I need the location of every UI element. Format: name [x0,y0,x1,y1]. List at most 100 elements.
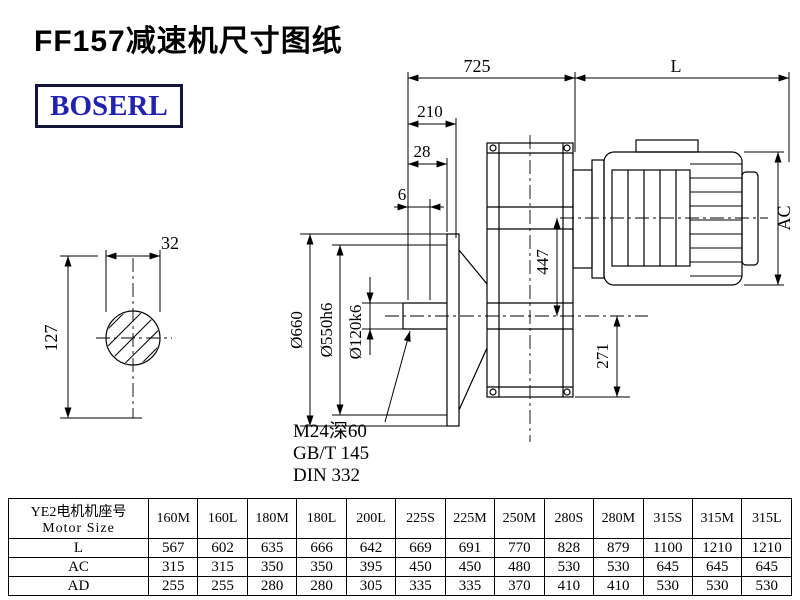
table-row-AC: AC 315 315 350 350 395 450 450 480 530 5… [8,557,792,577]
cell: 280 [296,576,347,596]
table-header-row: YE2电机机座号 Motor Size 160M 160L 180M 180L … [8,498,792,539]
shaft-end-view [96,258,172,418]
table-header-en: Motor Size [42,520,115,536]
cell: 450 [444,557,496,577]
col-header: 180M [246,498,298,539]
dim-28-label: 28 [414,142,431,161]
bolt-icon [563,144,571,152]
cell: 530 [691,576,743,596]
motor-stator [611,169,691,267]
cell: 530 [543,557,595,577]
dim-271: 271 [575,316,630,398]
col-header: 280M [593,498,644,539]
cell: 669 [395,538,446,558]
col-header: 315L [741,498,792,539]
cell: 691 [444,538,496,558]
col-header: 225S [395,498,446,539]
cell: 645 [691,557,743,577]
dim-447: 447 [533,218,561,316]
gearbox-side-view [385,135,768,442]
col-header: 160L [197,498,248,539]
cell: 315 [147,557,199,577]
cell: 335 [444,576,496,596]
cell: 255 [197,576,248,596]
dim-127-label: 127 [41,325,61,352]
dim-271-label: 271 [593,343,612,369]
cell: 530 [642,576,693,596]
motor-adapter [572,169,593,269]
row-label: AD [8,576,149,596]
bolt-icon [563,388,571,396]
cell: 315 [197,557,248,577]
motor-fins [690,163,742,277]
dim-32-label: 32 [161,233,179,253]
dim-dia-120: Ø120k6 [346,277,405,359]
cell: 828 [543,538,595,558]
cell: 770 [494,538,545,558]
bolt-icon [489,144,497,152]
cell: 305 [345,576,397,596]
dim-32: 32 [105,233,179,312]
standard-din-note: DIN 332 [293,465,360,486]
cell: 1210 [691,538,743,558]
cell: 450 [395,557,446,577]
col-header: 280S [543,498,595,539]
dim-dia660-label: Ø660 [287,311,306,349]
brand-logo-box: BOSERL [35,84,183,128]
cell: 879 [593,538,644,558]
cell: 410 [593,576,644,596]
table-header-motor-size: YE2电机机座号 Motor Size [8,498,149,539]
cell: 1100 [642,538,693,558]
dim-dia120-label: Ø120k6 [346,305,365,360]
col-header: 180L [296,498,347,539]
row-label: L [8,538,149,558]
fan-cover [741,171,759,266]
dim-dia550-label: Ø550h6 [317,303,336,358]
motor-terminal-box [635,139,699,153]
dim-ac: AC [744,151,794,286]
dim-127: 127 [41,255,142,419]
thread-note: M24深60 [293,420,367,442]
standard-gb-note: GB/T 145 [293,443,369,464]
dim-dia-550: Ø550h6 [317,244,447,416]
motor-flange [591,159,605,279]
cell: 645 [642,557,693,577]
dim-dia-660: Ø660 [287,233,447,427]
bolt-icon [489,388,497,396]
cell: 567 [147,538,199,558]
col-header: 315S [642,498,693,539]
table-row-L: L 567 602 635 666 642 669 691 770 828 87… [8,538,792,558]
cell: 666 [296,538,347,558]
cell: 350 [246,557,298,577]
cell: 642 [345,538,397,558]
dim-ac-label: AC [774,205,794,230]
row-label: AC [8,557,149,577]
col-header: 160M [147,498,199,539]
dim-top-group: 725 L 210 28 6 [394,56,790,300]
output-flange [446,233,460,427]
dim-6-label: 6 [398,185,407,204]
dim-725-label: 725 [464,56,491,76]
col-header: 250M [494,498,545,539]
brand-logo-text: BOSERL [50,89,168,122]
table-header-cn: YE2电机机座号 [30,504,127,520]
thread-callout: M24深60 GB/T 145 DIN 332 [293,330,411,486]
dim-210-label: 210 [417,102,443,121]
cell: 255 [147,576,199,596]
cell: 350 [296,557,347,577]
cell: 335 [395,576,446,596]
motor-dimension-table: YE2电机机座号 Motor Size 160M 160L 180M 180L … [8,498,792,596]
technical-drawing: 32 127 [41,56,794,486]
cell: 530 [741,576,792,596]
cell: 395 [345,557,397,577]
cell: 480 [494,557,545,577]
cell: 530 [593,557,644,577]
table-row-AD: AD 255 255 280 280 305 335 335 370 410 4… [8,576,792,596]
col-header: 200L [345,498,397,539]
cell: 280 [246,576,298,596]
gear-housing [486,142,574,398]
page-title: FF157减速机尺寸图纸 [34,25,343,58]
cell: 602 [197,538,248,558]
cell: 410 [543,576,595,596]
